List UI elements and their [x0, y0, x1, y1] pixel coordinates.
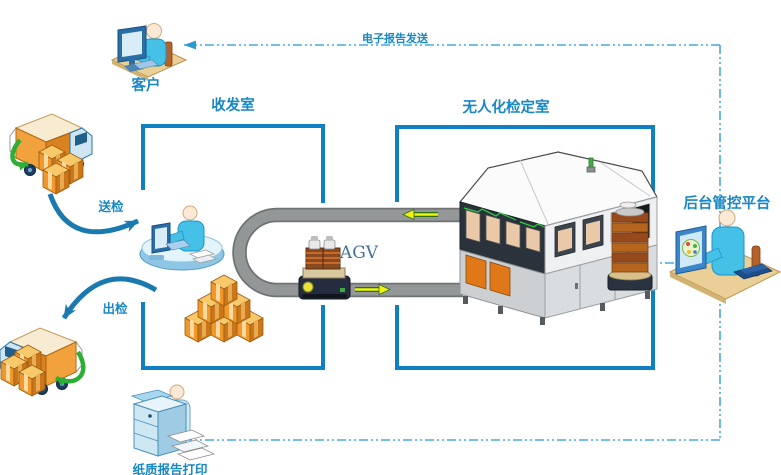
backend-icon — [668, 209, 781, 304]
out-inspection-arrow — [61, 276, 158, 320]
truck-in-icon — [9, 113, 93, 195]
mailroom-box — [141, 124, 325, 370]
customer-icon — [110, 23, 188, 81]
out-inspection-label: 出检 — [102, 301, 128, 316]
truck-out-icon — [0, 327, 86, 397]
reception-icon — [139, 205, 225, 271]
mailroom-label: 收发室 — [211, 96, 255, 114]
verification-machine-icon — [458, 151, 658, 325]
flow-arrows — [47, 193, 158, 320]
agv-label: AGV — [339, 243, 379, 263]
unmanned-room-label: 无人化检定室 — [463, 98, 550, 116]
agv-cart-icon — [298, 236, 351, 300]
send-inspection-label: 送检 — [97, 199, 124, 214]
report-send-label: 电子报告发送 — [362, 31, 429, 45]
track-direction-arrow-left — [402, 208, 438, 221]
track-direction-arrow-right — [355, 283, 391, 296]
paper-report-label: 纸质报告打印 — [132, 462, 207, 475]
backend-platform-label: 后台管控平台 — [684, 194, 771, 212]
printer-icon — [130, 384, 216, 461]
coil-stack — [607, 201, 653, 291]
send-inspection-arrow — [47, 193, 140, 235]
customer-label: 客户 — [131, 76, 161, 94]
unmanned-room-box — [395, 125, 655, 370]
agv-track — [232, 207, 463, 298]
